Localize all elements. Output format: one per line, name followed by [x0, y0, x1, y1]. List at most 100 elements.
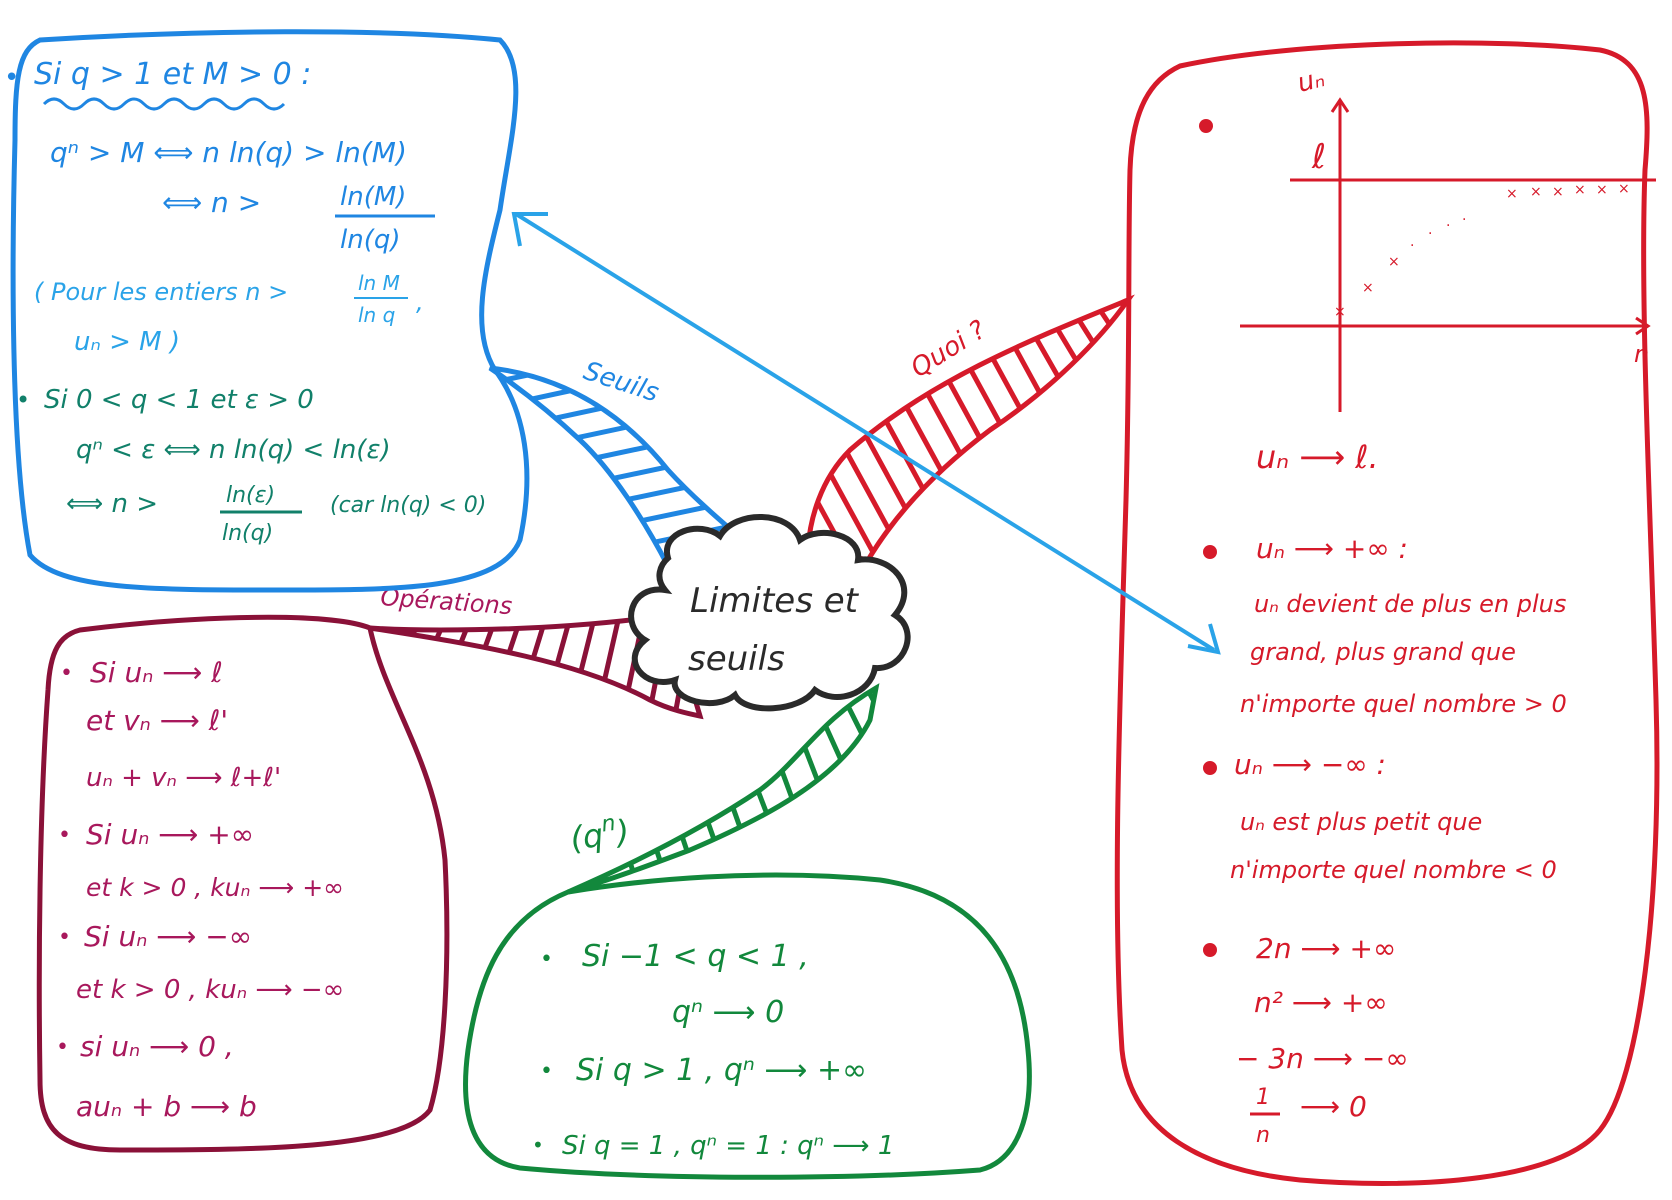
- box-qn-outline: [463, 872, 1032, 1180]
- crimson-item-2-line-1: Si uₙ ⟶ +∞: [86, 818, 254, 851]
- blue-note-line-2: uₙ > M ): [74, 327, 180, 357]
- red-plus-inf-line-3: n'importe quel nombre > 0: [1240, 690, 1567, 718]
- red-bullet-examples: [1203, 943, 1217, 957]
- blue-title: Si q > 1 et M > 0 :: [34, 57, 311, 92]
- blue-line-1: qⁿ > M ⟺ n ln(q) > ln(M): [50, 136, 407, 169]
- branch-qn-label-exp: n: [600, 811, 617, 838]
- graph-point: ·: [1462, 212, 1466, 228]
- box-operations: • Si uₙ ⟶ ℓ et vₙ ⟶ ℓ' uₙ + vₙ ⟶ ℓ+ℓ' • …: [36, 614, 450, 1153]
- branch-qn-label-base: (q: [568, 816, 606, 858]
- graph-l-label: ℓ: [1311, 137, 1326, 177]
- teal-line-2-den: ln(q): [222, 521, 273, 546]
- crimson-bullet-3: •: [58, 925, 71, 950]
- graph-y-label: uₙ: [1294, 63, 1327, 99]
- red-plus-inf-title: uₙ ⟶ +∞ :: [1256, 532, 1408, 565]
- crimson-bullet-1: •: [60, 661, 73, 686]
- green-bullet-1: •: [540, 947, 553, 972]
- graph-point: ·: [1446, 218, 1450, 234]
- box-qn: • Si −1 < q < 1 , qⁿ ⟶ 0 • Si q > 1 , qⁿ…: [463, 872, 1032, 1180]
- blue-line-2-prefix: ⟺ n >: [162, 186, 261, 219]
- graph-point: ·: [1410, 238, 1414, 254]
- crimson-item-2-line-2: et k > 0 , kuₙ ⟶ +∞: [86, 873, 344, 902]
- graph-point: ×: [1574, 182, 1586, 198]
- red-minus-inf-title: uₙ ⟶ −∞ :: [1234, 748, 1386, 781]
- red-plus-inf-line-1: uₙ devient de plus en plus: [1254, 590, 1566, 618]
- svg-text:(qn): (qn): [567, 809, 631, 858]
- central-title-line2: seuils: [688, 639, 785, 679]
- blue-note-den: ln q: [358, 303, 395, 327]
- graph-point: ×: [1618, 181, 1630, 197]
- green-bullet-2: •: [540, 1059, 553, 1084]
- link-arrow-head-end: [1187, 623, 1221, 655]
- graph-point: ×: [1334, 304, 1346, 320]
- graph-point: ×: [1530, 184, 1542, 200]
- crimson-item-1-line-2: et vₙ ⟶ ℓ': [86, 704, 228, 737]
- red-example-3: − 3n ⟶ −∞: [1236, 1042, 1409, 1075]
- limit-graph: uₙ ℓ n × × × · · · · × × × × × ×: [1199, 63, 1656, 412]
- branch-quoi: Quoi ?: [805, 294, 1135, 563]
- crimson-bullet-4: •: [56, 1035, 69, 1060]
- green-bullet-3: •: [532, 1133, 544, 1157]
- box-quoi-outline: [1114, 40, 1660, 1186]
- graph-point: ×: [1506, 186, 1518, 202]
- red-example-2: n² ⟶ +∞: [1254, 986, 1388, 1019]
- blue-note-prefix: ( Pour les entiers n >: [34, 278, 288, 306]
- green-line-2: qⁿ ⟶ 0: [672, 995, 784, 1030]
- graph-y-axis-arrow: [1330, 97, 1350, 113]
- green-line-3: Si q > 1 , qⁿ ⟶ +∞: [576, 1053, 867, 1088]
- red-bullet-minus-inf: [1203, 761, 1217, 775]
- graph-bullet: [1199, 119, 1213, 133]
- box-seuils: • Si q > 1 et M > 0 : qⁿ > M ⟺ n ln(q) >…: [4, 29, 530, 593]
- green-line-1: Si −1 < q < 1 ,: [582, 939, 809, 974]
- blue-bullet-1: •: [4, 63, 19, 93]
- graph-point: ·: [1428, 226, 1432, 242]
- graph-point: ×: [1388, 254, 1400, 270]
- red-example-1: 2n ⟶ +∞: [1256, 932, 1396, 965]
- graph-points: × × × · · · · × × × × × ×: [1334, 181, 1630, 320]
- crimson-item-3-line-2: et k > 0 , kuₙ ⟶ −∞: [76, 975, 344, 1005]
- teal-line-2-note: (car ln(q) < 0): [330, 493, 486, 518]
- crimson-bullet-2: •: [58, 823, 71, 848]
- teal-line-2-prefix: ⟺ n >: [66, 489, 158, 519]
- branch-qn-label: (qn): [567, 809, 632, 858]
- blue-title-underline: [42, 97, 286, 111]
- box-quoi: uₙ ℓ n × × × · · · · × × × × × × uₙ ⟶ ℓ.…: [1114, 40, 1660, 1186]
- crimson-item-1-line-3: uₙ + vₙ ⟶ ℓ+ℓ': [86, 763, 281, 793]
- green-line-4: Si q = 1 , qⁿ = 1 : qⁿ ⟶ 1: [562, 1131, 894, 1161]
- link-arrow-line: [514, 212, 1216, 652]
- red-bullet-plus-inf: [1203, 545, 1217, 559]
- crimson-item-4-line-2: auₙ + b ⟶ b: [76, 1090, 257, 1123]
- teal-bullet: •: [16, 386, 30, 414]
- branch-qn: (qn): [567, 683, 880, 895]
- red-lim-l: uₙ ⟶ ℓ.: [1256, 438, 1379, 476]
- red-example-4-post: ⟶ 0: [1300, 1090, 1367, 1123]
- link-arrow: [511, 212, 1221, 655]
- red-plus-inf-line-2: grand, plus grand que: [1250, 638, 1516, 666]
- blue-note-post: ,: [416, 288, 424, 316]
- graph-x-axis-arrow: [1635, 316, 1651, 336]
- red-minus-inf-line-2: n'importe quel nombre < 0: [1230, 856, 1557, 884]
- central-cloud: Limites et seuils: [628, 514, 911, 712]
- blue-line-2-num: ln(M): [340, 182, 406, 212]
- box-operations-outline: [36, 614, 450, 1153]
- teal-title: Si 0 < q < 1 et ε > 0: [44, 385, 314, 415]
- crimson-item-3-line-1: Si uₙ ⟶ −∞: [84, 920, 252, 953]
- blue-line-2-den: ln(q): [340, 225, 401, 255]
- central-cloud-outline: [628, 514, 911, 712]
- branch-qn-shape: [567, 683, 880, 895]
- graph-point: ×: [1552, 184, 1564, 200]
- box-seuils-outline: [10, 29, 530, 593]
- link-arrow-head-start: [511, 212, 548, 247]
- red-minus-inf-line-1: uₙ est plus petit que: [1240, 808, 1482, 836]
- crimson-item-4-line-1: si uₙ ⟶ 0 ,: [80, 1030, 234, 1063]
- graph-x-label: n: [1634, 340, 1649, 368]
- teal-line-2-num: ln(ε): [226, 483, 275, 508]
- blue-note-num: ln M: [358, 271, 400, 295]
- red-example-4-num: 1: [1256, 1085, 1270, 1110]
- graph-point: ×: [1596, 182, 1608, 198]
- red-example-4-den: n: [1256, 1123, 1270, 1148]
- teal-line-1: qⁿ < ε ⟺ n ln(q) < ln(ε): [76, 435, 391, 465]
- graph-point: ×: [1362, 280, 1374, 296]
- central-title-line1: Limites et: [690, 581, 860, 621]
